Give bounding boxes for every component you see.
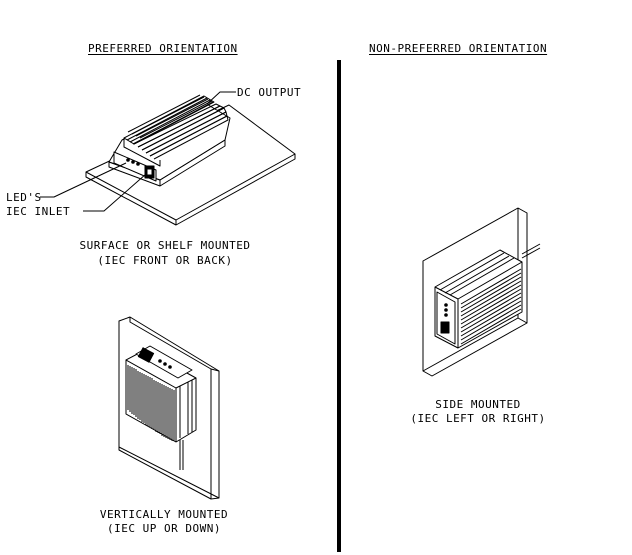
surface-mounted-caption-line2: (IEC FRONT OR BACK) — [97, 254, 233, 267]
vertically-mounted-drawing — [118, 316, 220, 500]
iec-inlet-label: IEC INLET — [6, 205, 71, 218]
surface-mounted-caption-line1: SURFACE OR SHELF MOUNTED — [79, 239, 251, 252]
side-mounted-caption-line2: (IEC LEFT OR RIGHT) — [410, 412, 546, 425]
vertically-mounted-caption-line2: (IEC UP OR DOWN) — [107, 522, 221, 535]
non-preferred-orientation-header: NON-PREFERRED ORIENTATION — [369, 42, 548, 55]
dc-output-label: DC OUTPUT — [237, 86, 302, 99]
center-divider — [337, 60, 341, 552]
preferred-orientation-header: PREFERRED ORIENTATION — [88, 42, 238, 55]
vertically-mounted-caption-line1: VERTICALLY MOUNTED — [99, 508, 229, 521]
surface-mounted-drawing — [40, 91, 296, 226]
side-mounted-caption-line1: SIDE MOUNTED — [435, 398, 521, 411]
side-mounted-drawing — [422, 207, 541, 377]
leds-label: LED'S — [6, 191, 42, 204]
